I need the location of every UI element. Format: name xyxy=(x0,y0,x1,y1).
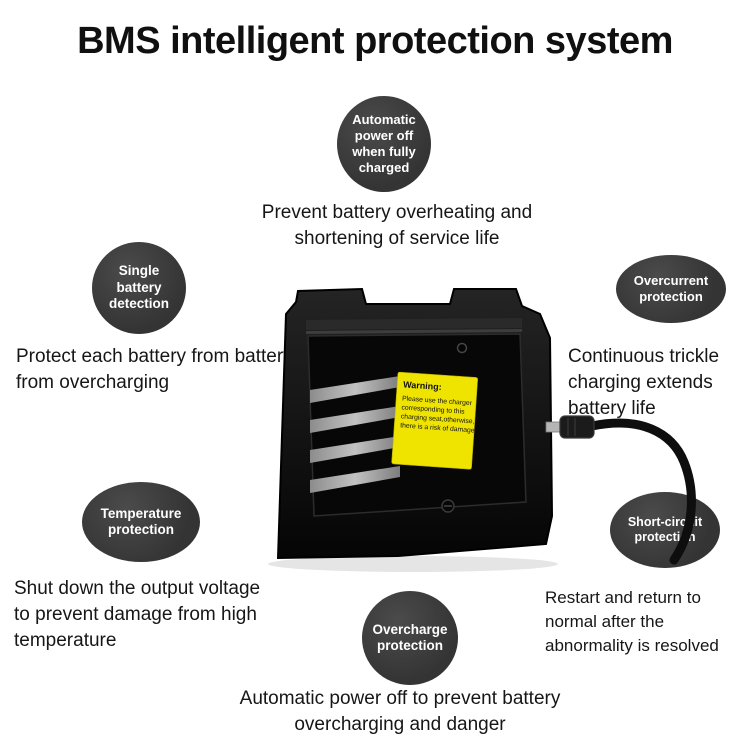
product-photo: Warning: Please use the charger correspo… xyxy=(268,287,696,572)
warning-label: Warning: Please use the charger correspo… xyxy=(391,371,478,470)
desc-overcurrent: Continuous trickle charging extends batt… xyxy=(568,346,720,419)
warning-heading: Warning: xyxy=(403,379,442,392)
badge-temperature-label: Temperature protection xyxy=(100,505,182,537)
warning-line-1: Please use the charger xyxy=(402,395,473,407)
desc-short-circuit: Restart and return to normal after the a… xyxy=(545,588,719,655)
badge-single-battery-label: Single battery detection xyxy=(108,263,169,312)
badge-overcharge-label: Overcharge protection xyxy=(372,621,448,653)
badge-single-battery-detection: Single battery detection xyxy=(92,242,186,334)
badge-auto-power-off-label: Automatic power off when fully charged xyxy=(352,112,416,175)
charger-top-groove-highlight xyxy=(306,329,522,334)
desc-single-battery: Protect each battery from battery from o… xyxy=(16,346,293,393)
desc-auto-power-off: Prevent battery overheating and shorteni… xyxy=(261,202,533,249)
page-title: BMS intelligent protection system xyxy=(77,20,673,62)
badge-overcurrent-protection: Overcurrent protection xyxy=(616,255,726,323)
badge-temperature-protection: Temperature protection xyxy=(82,482,200,562)
desc-temperature: Shut down the output voltage to prevent … xyxy=(14,578,261,651)
desc-overcharge: Automatic power off to prevent battery o… xyxy=(239,688,561,735)
product-shadow xyxy=(268,556,558,572)
charger-top-groove xyxy=(306,318,522,330)
badge-auto-power-off: Automatic power off when fully charged xyxy=(337,96,431,192)
power-cable xyxy=(587,418,696,565)
badge-overcurrent-label: Overcurrent protection xyxy=(633,273,709,304)
screw-top xyxy=(456,342,468,354)
warning-line-2: corresponding to this xyxy=(401,404,465,415)
dc-plug xyxy=(545,415,595,439)
battery-rails xyxy=(310,376,400,493)
badge-overcharge-protection: Overcharge protection xyxy=(362,591,458,685)
